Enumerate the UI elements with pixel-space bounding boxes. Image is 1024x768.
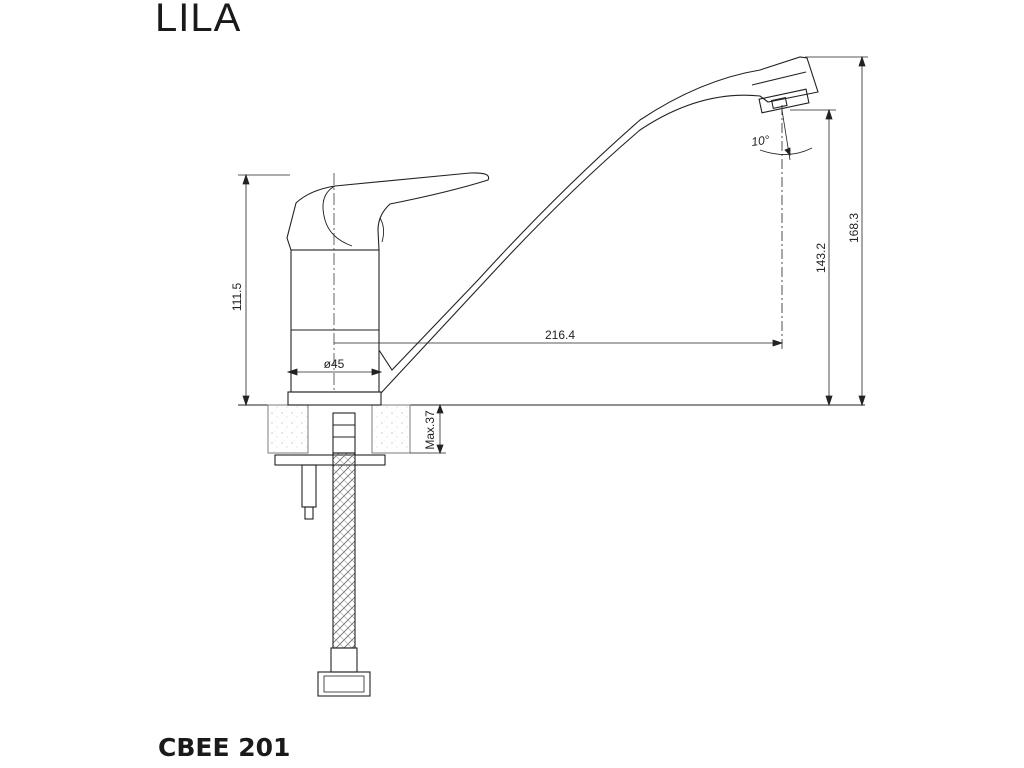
product-title: LILA [155, 0, 242, 40]
mounting-plate [274, 454, 386, 466]
aerator-insert [770, 96, 788, 110]
mounting-stud [301, 464, 317, 508]
countertop-section-left [267, 404, 309, 454]
dim-label-angle: 10° [750, 133, 770, 149]
countertop-section-right [371, 404, 411, 454]
hose-nut [317, 671, 371, 697]
lever-detail [379, 217, 385, 243]
lever-handle [286, 172, 490, 251]
model-number: CBEE 201 [158, 733, 291, 762]
dim-label-spout-reach: 216.4 [545, 328, 575, 342]
dim-arrow [436, 444, 444, 455]
dim-arrow [772, 339, 784, 347]
aerator [758, 88, 810, 114]
dim-arrow [371, 368, 383, 376]
lever-contour [322, 185, 353, 247]
dim-arrow [825, 395, 833, 407]
dim-label-lever-height: 111.5 [230, 283, 244, 312]
dim-arrow [242, 173, 250, 185]
flexible-hose [332, 452, 356, 649]
dim-label-spout-height: 143.2 [814, 243, 828, 273]
hose-connector-top [332, 412, 356, 454]
dim-arrow [858, 55, 866, 67]
hose-nut-inner [323, 675, 365, 693]
dim-arrow [858, 395, 866, 407]
dim-label-diameter: ø45 [324, 357, 345, 371]
body-flange [287, 391, 382, 406]
dim-label-total-height: 168.3 [847, 213, 861, 243]
dim-arrow [242, 395, 250, 407]
dim-angle-arc [759, 147, 813, 155]
aerator-edge [751, 71, 807, 86]
spout-body [378, 56, 819, 394]
dim-label-max-thickness: Max.37 [423, 410, 437, 450]
dim-arrow [784, 147, 791, 156]
mounting-nut [304, 506, 314, 520]
dim-arrow [286, 368, 298, 376]
dim-arrow [436, 403, 444, 414]
dim-arrow [825, 108, 833, 120]
hose-connector-bottom [330, 647, 358, 673]
